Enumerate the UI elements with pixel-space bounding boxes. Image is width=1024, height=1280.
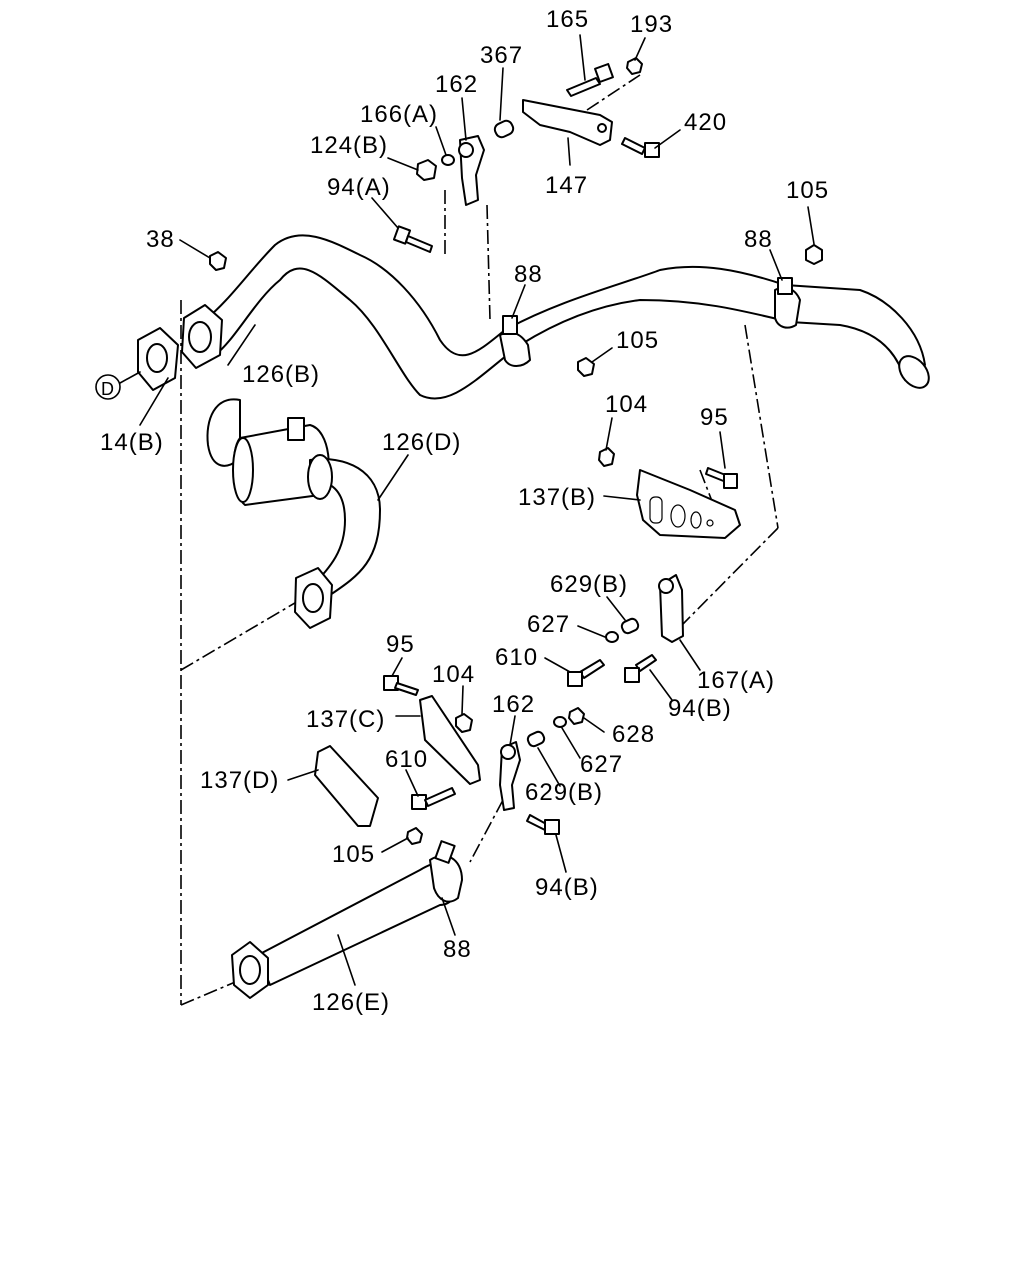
label-95-right: 95 <box>700 404 729 431</box>
bolt-94b-upper <box>624 654 657 683</box>
bushing-629b-lower <box>526 730 546 748</box>
label-126d: 126(D) <box>382 429 461 456</box>
bushing-629b-upper <box>620 617 640 635</box>
label-126e: 126(E) <box>312 989 390 1016</box>
label-629b-low: 629(B) <box>525 779 603 806</box>
label-610-upper: 610 <box>495 644 538 671</box>
nut-38 <box>209 251 227 271</box>
reference-circle-d <box>95 374 121 400</box>
clamp-88-right <box>774 277 801 329</box>
nut-105-mid <box>577 357 595 377</box>
clamp-88-mid <box>499 315 531 367</box>
label-38: 38 <box>146 226 175 253</box>
label-124b: 124(B) <box>310 132 388 159</box>
bracket-137c <box>419 695 481 785</box>
reference-d-text: D <box>101 379 115 399</box>
label-94a: 94(A) <box>327 174 391 201</box>
label-95-left: 95 <box>386 631 415 658</box>
washer-627-upper <box>605 631 619 643</box>
label-629b-upper: 629(B) <box>550 571 628 598</box>
washer-627-lower <box>553 716 567 728</box>
flange-14b <box>137 304 223 391</box>
bolt-95-right <box>705 467 738 489</box>
part-labels: 165 193 367 162 166(A) 420 124(B) 147 94… <box>100 6 829 1016</box>
label-104-right: 104 <box>605 391 648 418</box>
label-94b-low: 94(B) <box>535 874 599 901</box>
bracket-137d <box>314 745 379 827</box>
exhaust-pipe-126b <box>204 234 930 400</box>
label-627-low: 627 <box>580 751 623 778</box>
label-162-top: 162 <box>435 71 478 98</box>
nut-104-left <box>455 713 473 733</box>
hanger-167a <box>658 574 684 643</box>
label-367: 367 <box>480 42 523 69</box>
label-104-left: 104 <box>432 661 475 688</box>
label-147: 147 <box>545 172 588 199</box>
washer-166a <box>441 154 455 166</box>
bracket-147 <box>522 99 613 146</box>
pipe-126e <box>231 840 463 999</box>
label-94b-upper: 94(B) <box>668 695 732 722</box>
nut-628 <box>568 707 585 725</box>
bracket-162-top <box>458 135 485 206</box>
label-162-low: 162 <box>492 691 535 718</box>
nut-105-low <box>406 827 423 845</box>
label-126b: 126(B) <box>242 361 320 388</box>
bracket-162-low <box>499 741 521 811</box>
label-627-upper: 627 <box>527 611 570 638</box>
label-137d: 137(D) <box>200 767 279 794</box>
label-167a: 167(A) <box>697 667 775 694</box>
label-193: 193 <box>630 11 673 38</box>
label-105-low: 105 <box>332 841 375 868</box>
nut-105-top-right <box>805 244 823 265</box>
label-14b: 14(B) <box>100 429 164 456</box>
nut-104-right <box>598 447 615 467</box>
bushing-367 <box>493 119 515 139</box>
muffler-126d <box>206 398 381 629</box>
bolt-420 <box>621 137 660 158</box>
label-137c: 137(C) <box>306 706 385 733</box>
label-628: 628 <box>612 721 655 748</box>
bolt-610-upper <box>567 659 605 687</box>
bolt-165 <box>566 63 614 97</box>
label-88-low: 88 <box>443 936 472 963</box>
label-88-right: 88 <box>744 226 773 253</box>
nut-124b <box>416 159 437 181</box>
label-610-low: 610 <box>385 746 428 773</box>
leader-lines <box>119 34 815 986</box>
bolt-610-lower <box>411 787 456 810</box>
label-165: 165 <box>546 6 589 33</box>
label-105-top-right: 105 <box>786 177 829 204</box>
label-105-mid: 105 <box>616 327 659 354</box>
bolt-94b-lower <box>526 814 560 835</box>
label-166a: 166(A) <box>360 101 438 128</box>
label-420: 420 <box>684 109 727 136</box>
reference-lines <box>180 74 779 1006</box>
label-88-mid: 88 <box>514 261 543 288</box>
bolt-94a <box>392 225 433 253</box>
label-137b: 137(B) <box>518 484 596 511</box>
bracket-137b <box>636 469 741 539</box>
bolt-95-left <box>383 675 419 696</box>
